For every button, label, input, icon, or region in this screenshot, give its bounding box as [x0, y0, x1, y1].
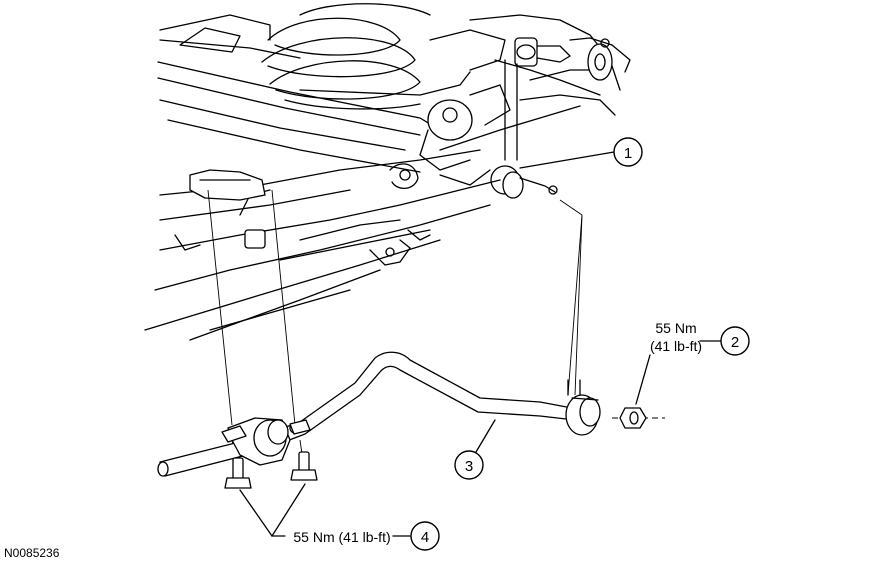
frame-bracket [189, 169, 266, 249]
callout-3-number: 3 [465, 458, 473, 475]
callout-2: 55 Nm (41 lb-ft) 2 [650, 320, 750, 356]
callout-1-number: 1 [624, 145, 632, 162]
upper-knuckle [419, 84, 511, 171]
shock-mount [569, 37, 631, 81]
bar-end-link [565, 379, 601, 436]
callout-1: 1 [613, 137, 643, 167]
callout-2-number: 2 [731, 334, 739, 351]
stabilizer-link [490, 37, 571, 199]
callout-4-number: 4 [421, 529, 429, 546]
callout-3: 3 [454, 450, 484, 480]
coil-spring [261, 3, 431, 110]
link-nut [619, 407, 647, 429]
leader-lines [239, 151, 722, 537]
callout-2-torque: 55 Nm [655, 320, 696, 336]
bar-bushing-bracket [221, 417, 311, 466]
callout-2-torque-imperial: (41 lb-ft) [650, 338, 702, 354]
callout-4: 55 Nm (41 lb-ft) 4 [293, 521, 440, 551]
bracket-bolts [224, 451, 318, 489]
callout-4-torque: 55 Nm (41 lb-ft) [293, 529, 390, 545]
frame-rail [157, 14, 621, 173]
figure-id: N0085236 [4, 546, 60, 560]
stabilizer-bar [157, 351, 576, 477]
